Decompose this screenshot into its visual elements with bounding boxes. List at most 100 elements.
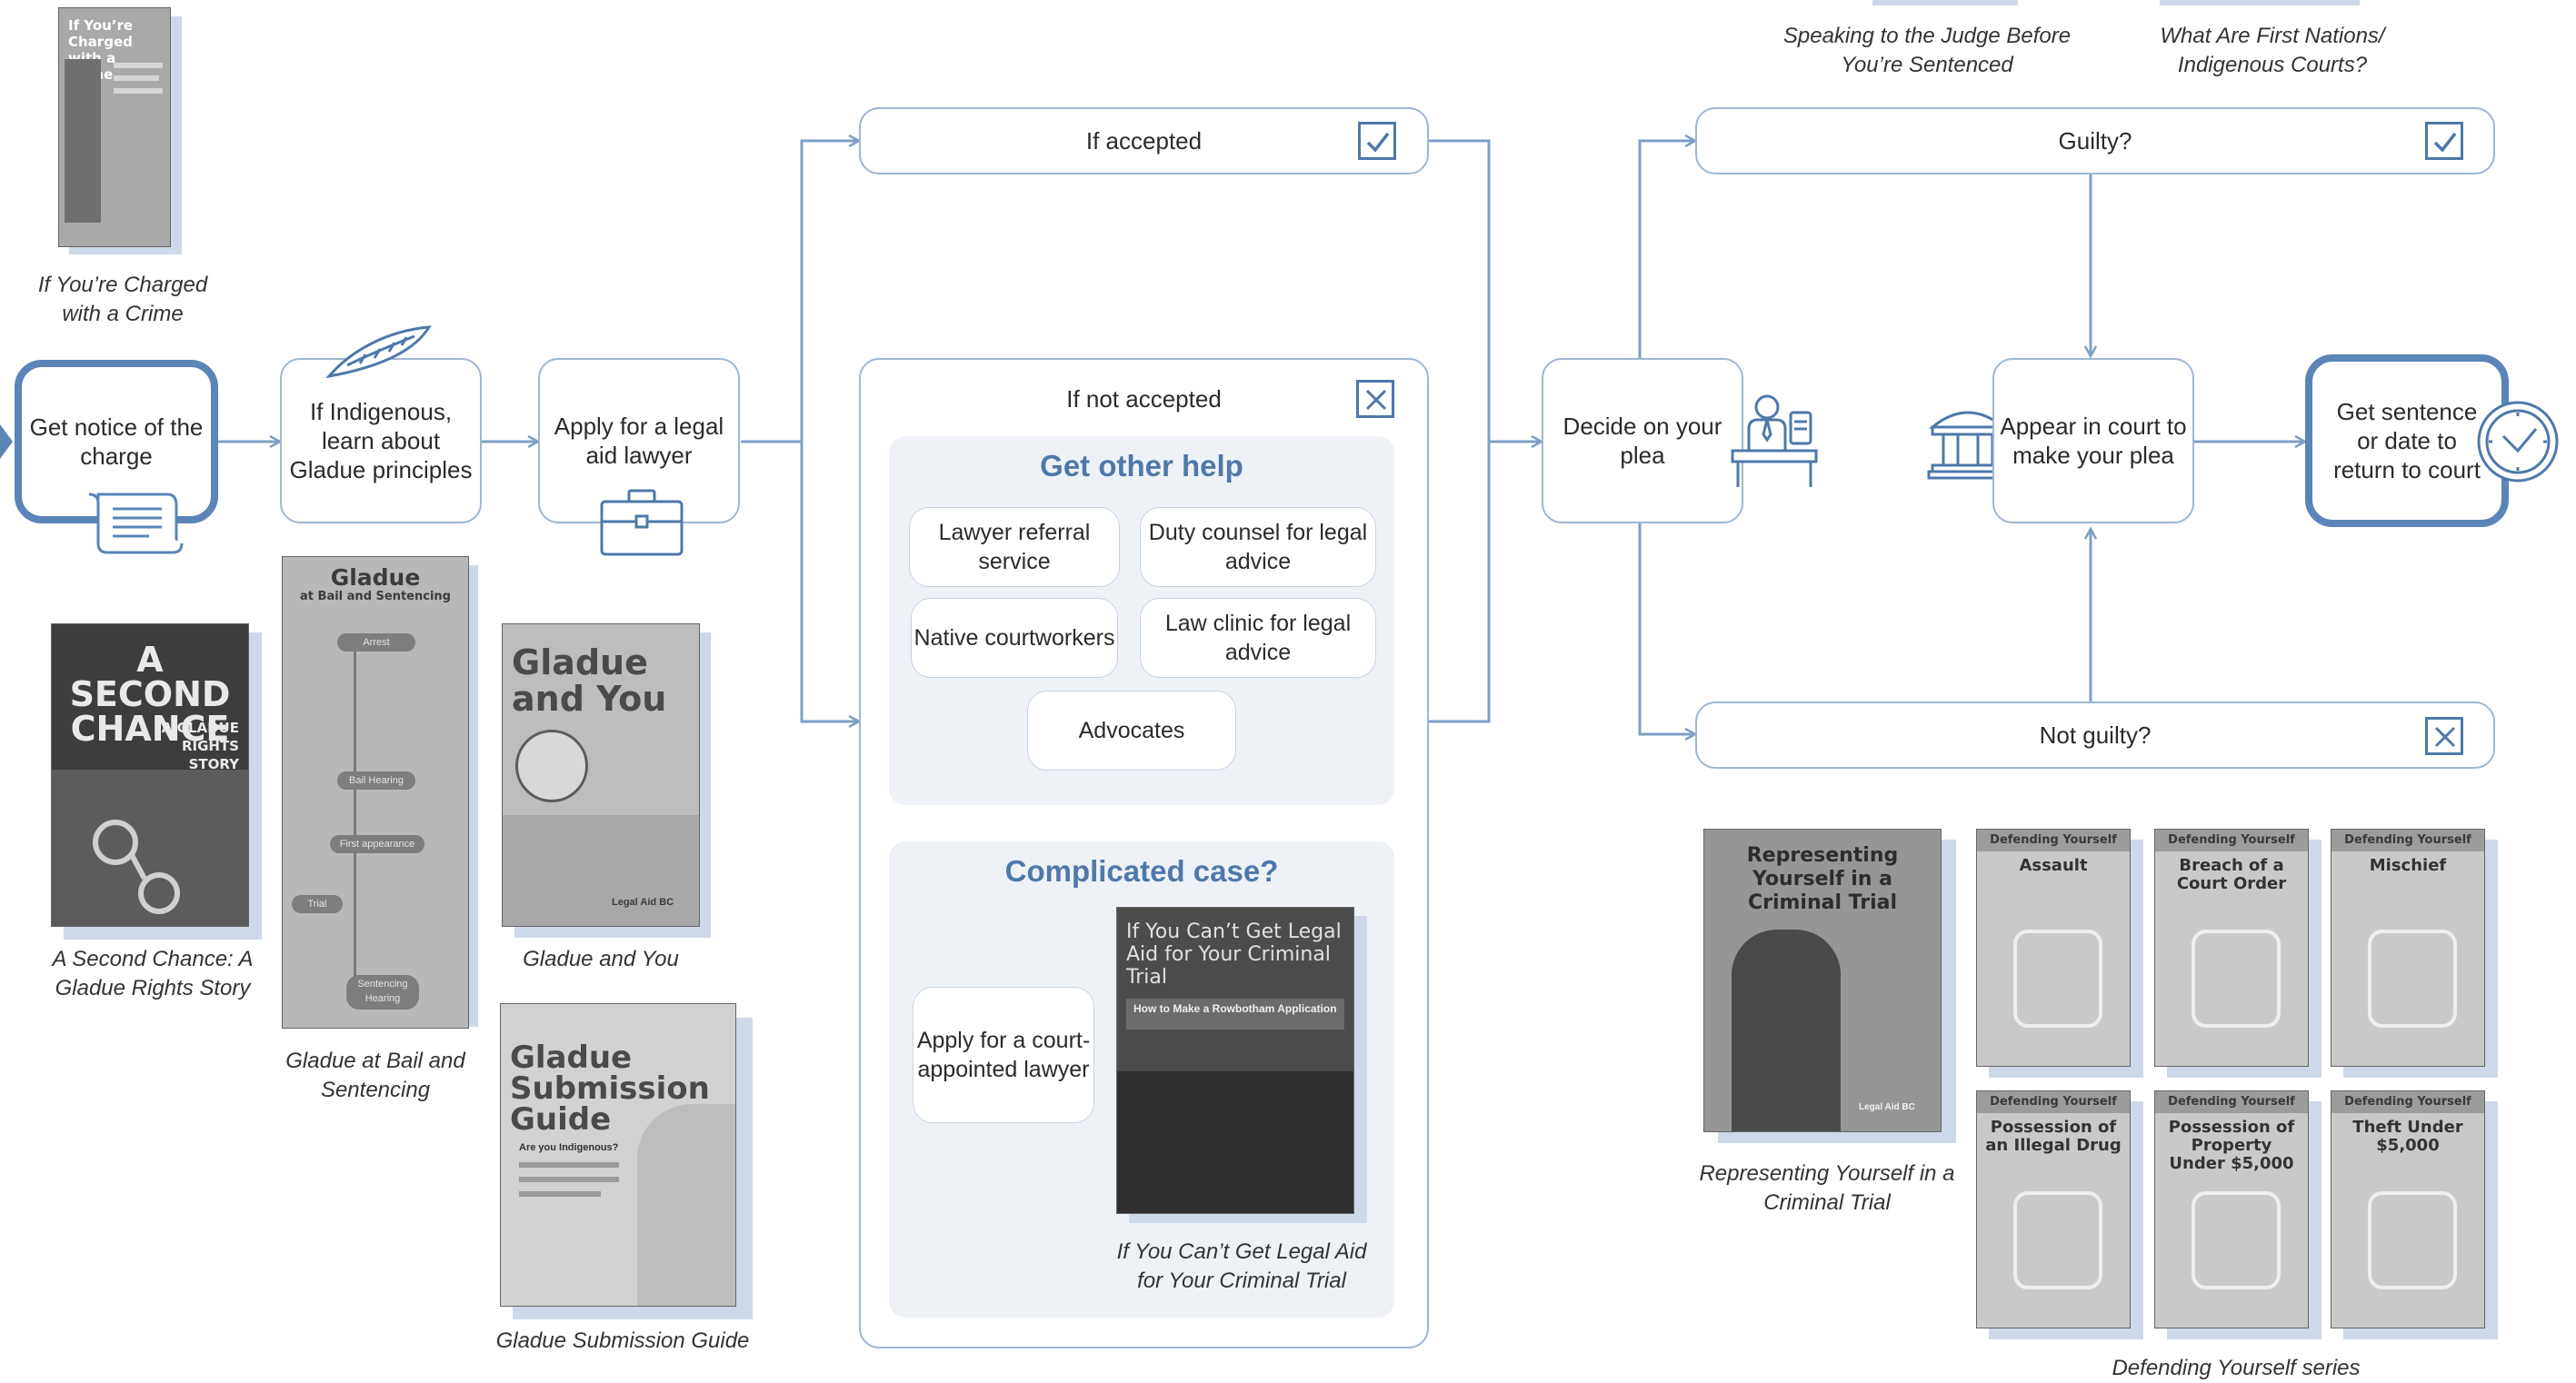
scroll-icon	[88, 493, 184, 554]
cover-gladue-and-you[interactable]: Gladue and You Legal Aid BC	[502, 623, 700, 927]
heading-complicated-case: Complicated case?	[1004, 854, 1279, 888]
series-title: Mischief	[2369, 856, 2447, 875]
cover-step: Trial	[292, 895, 343, 913]
node-guilty[interactable]: Guilty?	[1695, 107, 2495, 174]
cover-subtitle: How to Make a Rowbotham Application	[1126, 999, 1344, 1030]
cover-title: If You Can’t Get Legal Aid for Your Crim…	[1126, 920, 1342, 989]
caption-if-youre-charged: If You’re Charged with a Crime	[37, 273, 208, 326]
caption-gladue-bail: Gladue at Bail and Sentencing	[285, 1049, 465, 1102]
cover-representing-yourself[interactable]: Representing Yourself in a Criminal Tria…	[1703, 829, 1942, 1132]
node-guilty-label: Guilty?	[2058, 126, 2132, 154]
clock-icon	[2477, 401, 2559, 483]
cover-silhouette	[637, 1104, 735, 1306]
cover-shadow-cropped	[1872, 0, 2018, 5]
cover-photo	[65, 59, 101, 223]
cover-text-line	[114, 63, 163, 68]
node-appear-court[interactable]: Appear in court to make your plea	[1992, 358, 2194, 523]
handcuff-icon	[93, 820, 180, 914]
chip-native-courtworkers[interactable]: Native courtworkers	[911, 598, 1118, 678]
cover-step: Sentencing Hearing	[346, 975, 419, 1010]
chip-lawyer-referral[interactable]: Lawyer referral service	[909, 507, 1120, 587]
cover-text-line	[519, 1162, 619, 1168]
cover-text-line	[114, 88, 163, 94]
series-illustration	[2013, 930, 2102, 1028]
cover-text-line	[519, 1191, 601, 1197]
node-if-accepted-label: If accepted	[1085, 126, 1203, 154]
cover-subtitle: A GLADUE RIGHTS STORY	[161, 720, 239, 772]
caption-speaking-judge: Speaking to the Judge Before You’re Sent…	[1782, 24, 2072, 77]
cover-photo	[1732, 930, 1841, 1131]
cover-title: Representing Yourself in a Criminal Tria…	[1746, 844, 1899, 914]
series-label: Defending Yourself	[2155, 1091, 2308, 1113]
series-illustration	[2368, 1191, 2457, 1289]
node-not-guilty[interactable]: Not guilty?	[1695, 701, 2495, 769]
node-if-indigenous[interactable]: If Indigenous, learn about Gladue princi…	[280, 358, 482, 523]
legal-aid-logo: Legal Aid BC	[1859, 1102, 1915, 1112]
cover-title: Gladue and You	[512, 642, 667, 719]
cover-cant-get-legal-aid[interactable]: If You Can’t Get Legal Aid for Your Crim…	[1116, 907, 1354, 1214]
heading-get-other-help: Get other help	[1040, 449, 1243, 483]
legal-aid-logo: Legal Aid BC	[612, 897, 674, 908]
checkbox-checked-icon	[1358, 122, 1396, 160]
cover-if-youre-charged[interactable]: If You’re Charged with a Crime	[58, 7, 171, 247]
series-label: Defending Yourself	[2331, 830, 2484, 851]
node-decide-plea[interactable]: Decide on your plea	[1542, 358, 1743, 523]
cover-text-line	[114, 75, 159, 81]
series-label: Defending Yourself	[1977, 1091, 2130, 1113]
cover-step: Arrest	[337, 633, 415, 652]
cover-gladue-bail[interactable]: Gladue at Bail and Sentencing Arrest Bai…	[282, 556, 469, 1029]
series-title: Assault	[2019, 856, 2088, 875]
briefcase-icon	[600, 489, 684, 556]
caption-gladue-submission: Gladue Submission Guide	[495, 1328, 750, 1353]
series-title: Possession of an Illegal Drug	[1985, 1118, 2122, 1155]
cover-text-line	[519, 1177, 619, 1182]
series-illustration	[2192, 1191, 2281, 1289]
checkbox-x-icon	[1356, 380, 1394, 418]
node-not-guilty-label: Not guilty?	[2039, 721, 2152, 749]
series-illustration	[2192, 930, 2281, 1028]
node-get-sentence[interactable]: Get sentence or date to return to court	[2305, 354, 2509, 527]
checkbox-x-icon	[2425, 717, 2463, 755]
caption-second-chance: A Second Chance: A Gladue Rights Story	[52, 947, 254, 1000]
caption-defending-series: Defending Yourself series	[2112, 1356, 2361, 1380]
cover-illustration	[52, 770, 248, 926]
series-illustration	[2013, 1191, 2102, 1289]
person-at-desk-icon	[1731, 394, 1818, 487]
cover-gladue-submission[interactable]: Gladue Submission Guide Are you Indigeno…	[500, 1003, 736, 1307]
cover-step: First appearance	[330, 835, 424, 853]
feather-icon	[325, 325, 432, 379]
cover-flow-line	[354, 639, 402, 1002]
series-title: Theft Under $5,000	[2352, 1118, 2463, 1155]
checkbox-checked-icon	[2425, 122, 2463, 160]
series-label: Defending Yourself	[2331, 1091, 2484, 1113]
caption-gladue-and-you: Gladue and You	[523, 947, 679, 971]
cover-shadow-cropped	[2160, 0, 2360, 5]
series-label: Defending Yourself	[1977, 830, 2130, 851]
series-illustration	[2368, 930, 2457, 1028]
cover-title: Gladue	[330, 564, 421, 591]
series-label: Defending Yourself	[2155, 830, 2308, 851]
caption-representing-yourself: Representing Yourself in a Criminal Tria…	[1699, 1161, 1955, 1215]
chip-duty-counsel[interactable]: Duty counsel for legal advice	[1140, 507, 1376, 587]
cover-title: Gladue Submission Guide	[510, 1040, 710, 1138]
feather-medallion-icon	[515, 730, 588, 802]
cover-subtitle: at Bail and Sentencing	[300, 590, 451, 603]
node-if-accepted[interactable]: If accepted	[859, 107, 1429, 174]
series-title: Breach of a Court Order	[2176, 856, 2287, 893]
cover-landscape	[503, 815, 699, 926]
series-title: Possession of Property Under $5,000	[2168, 1118, 2295, 1173]
chip-law-clinic[interactable]: Law clinic for legal advice	[1140, 598, 1376, 678]
cover-second-chance[interactable]: A SECOND CHANCE A GLADUE RIGHTS STORY	[51, 623, 249, 927]
chip-advocates[interactable]: Advocates	[1027, 691, 1236, 771]
chip-apply-court-appointed[interactable]: Apply for a court-appointed lawyer	[913, 987, 1094, 1123]
node-if-not-accepted-label: If not accepted	[1066, 385, 1222, 413]
cover-title: A SECOND CHANCE	[69, 640, 231, 749]
caption-first-nations-courts: What Are First Nations/ Indigenous Court…	[2160, 24, 2385, 77]
